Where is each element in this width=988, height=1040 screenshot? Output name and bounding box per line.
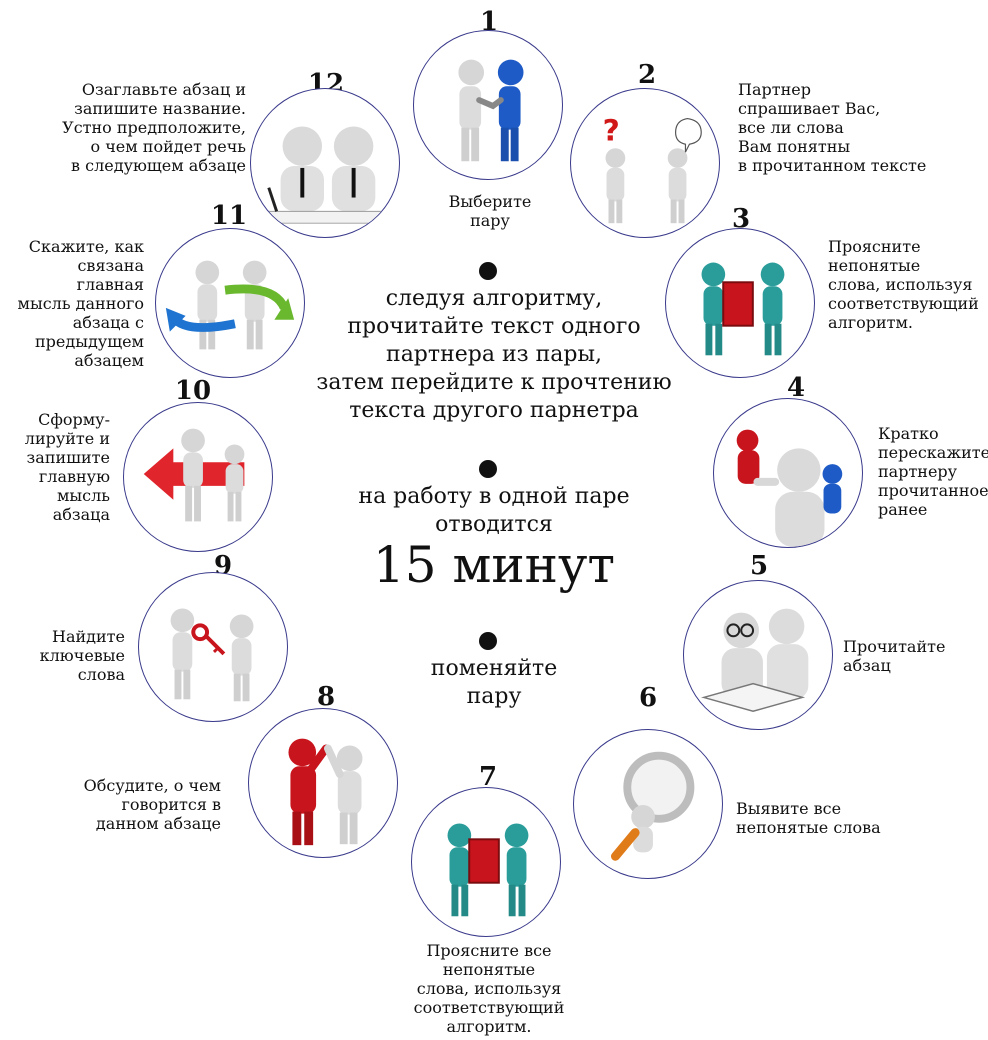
step-5-caption: Прочитайте абзац	[843, 637, 946, 675]
step-7-caption: Проясните все непонятые слова, используя…	[413, 941, 565, 1036]
book-explain-icon	[447, 823, 529, 917]
step-5-circle	[683, 580, 833, 730]
step-12-circle	[250, 88, 400, 238]
step-6-number: 6	[638, 683, 658, 713]
bullet-dot	[479, 460, 497, 478]
bullet-dot	[479, 262, 497, 280]
question-icon: ?	[603, 113, 702, 224]
step-10-caption: Сформу- лируйте и запишите главную мысль…	[24, 410, 110, 524]
step-10-circle	[123, 402, 273, 552]
cycle-arrows-icon	[165, 260, 295, 350]
step-8-caption: Обсудите, о чем говорится в данном абзац…	[83, 776, 221, 833]
step-4-circle	[713, 398, 863, 548]
handshake-icon	[458, 59, 524, 162]
step-2-circle: ?	[570, 88, 720, 238]
magnifier-icon	[611, 751, 695, 861]
high-five-icon	[288, 738, 363, 846]
step-12-caption: Озаглавьте абзац и запишите название. Ус…	[62, 80, 246, 175]
step-4-caption: Кратко перескажите партнеру прочитанное …	[878, 424, 988, 519]
step-3-circle	[665, 228, 815, 378]
meeting-icon	[251, 126, 399, 224]
step-3-caption: Проясните непонятые слова, используя соо…	[828, 237, 979, 332]
step-8-number: 8	[316, 682, 336, 712]
step-11-caption: Скажите, как связана главная мысль данно…	[17, 237, 144, 370]
reading-glasses-icon	[700, 608, 809, 713]
puppet-icon	[736, 429, 843, 547]
step-7-number: 7	[478, 762, 498, 792]
svg-text:?: ?	[603, 113, 620, 147]
step-1-number: 1	[479, 7, 499, 37]
step-2-number: 2	[637, 60, 657, 90]
center-time-note: на работу в одной паре отводится	[358, 484, 630, 537]
step-9-caption: Найдите ключевые слова	[39, 627, 125, 684]
step-2-caption: Партнер спрашивает Вас, все ли слова Вам…	[738, 80, 927, 175]
bullet-dot	[479, 632, 497, 650]
book-explain-icon	[701, 262, 785, 356]
step-6-circle	[573, 729, 723, 879]
step-1-circle	[413, 30, 563, 180]
step-10-number: 10	[174, 376, 212, 406]
center-time-value: 15 минут	[372, 536, 616, 594]
step-11-number: 11	[210, 201, 248, 231]
step-6-caption: Выявите все непонятые слова	[736, 799, 881, 837]
key-icon	[170, 608, 254, 702]
step-5-number: 5	[749, 551, 769, 581]
center-instructions: следуя алгоритму, прочитайте текст одног…	[316, 286, 672, 423]
step-9-circle	[138, 572, 288, 722]
step-8-circle	[248, 708, 398, 858]
arrow-carry-icon	[143, 428, 245, 522]
step-1-caption: Выберите пару	[448, 192, 532, 230]
step-7-circle	[411, 787, 561, 937]
step-4-number: 4	[786, 373, 806, 403]
step-11-circle	[155, 228, 305, 378]
step-3-number: 3	[731, 204, 751, 234]
center-change-pair: поменяйте пару	[430, 656, 558, 709]
